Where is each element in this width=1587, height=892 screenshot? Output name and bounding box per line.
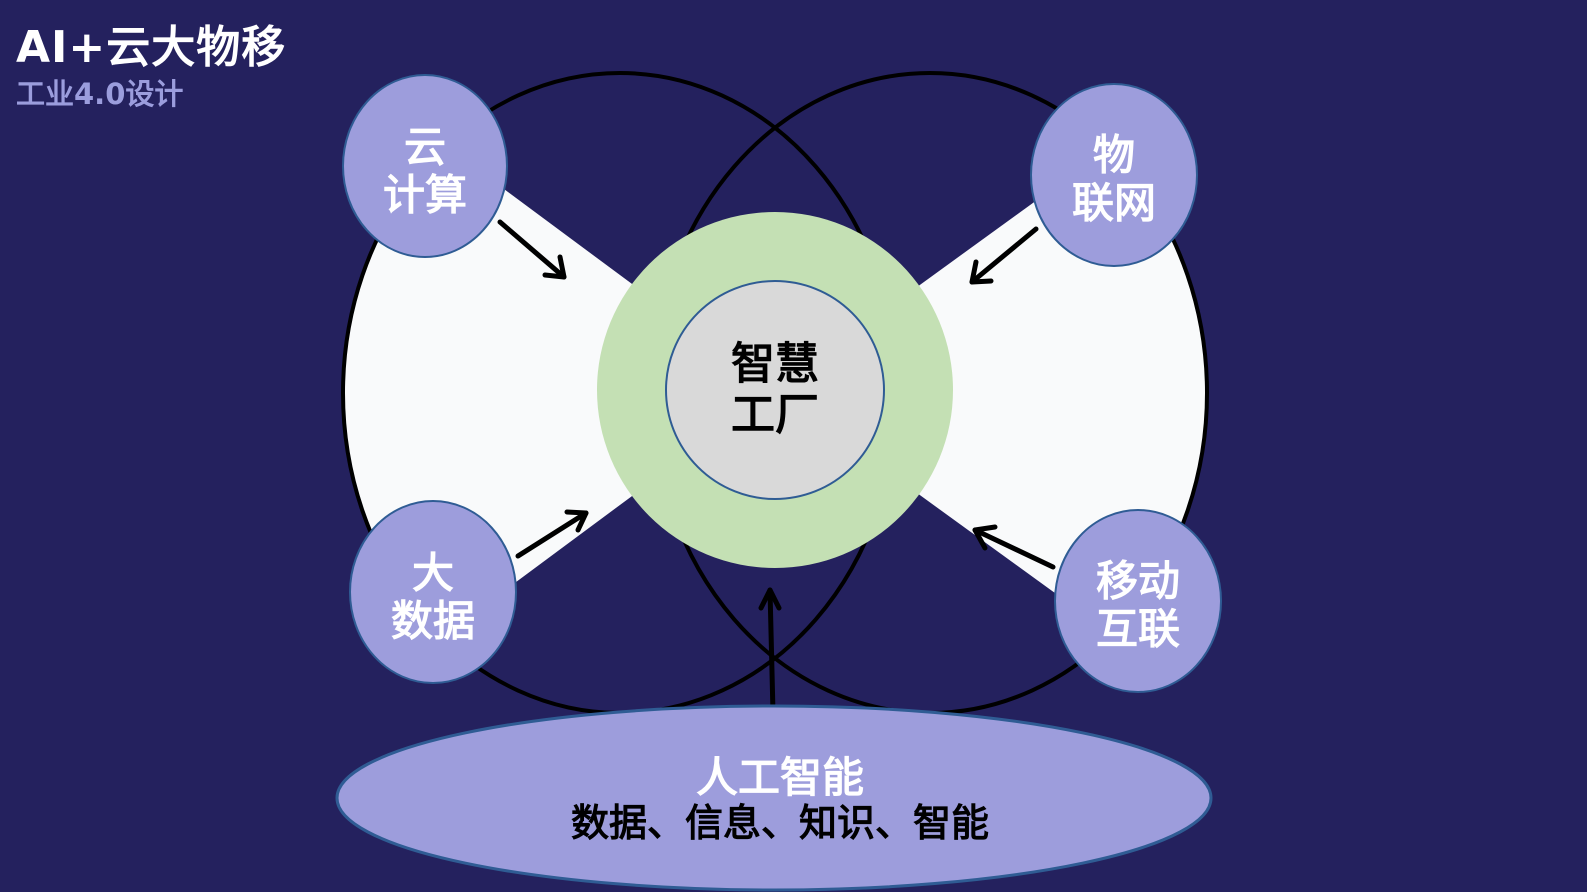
foundation-subtitle: 数据、信息、知识、智能 (570, 801, 990, 846)
node-bigdata-circle[interactable] (349, 500, 517, 684)
arrows (497, 219, 1056, 716)
page-subtitle: 工业4.0设计 (16, 77, 184, 111)
node-bigdata-label: 大 数据 (390, 548, 476, 646)
foundation-title: 人工智能 (695, 753, 865, 803)
center-label: 智慧 工厂 (731, 338, 819, 440)
arrow-mobile-to-center-icon (972, 524, 1056, 570)
node-iot-circle[interactable] (1030, 83, 1198, 267)
center-core (665, 280, 885, 500)
arrow-cloud-to-center-icon (497, 219, 567, 280)
node-cloud-label: 云 计算 (382, 122, 468, 220)
arrow-bigdata-to-center-icon (515, 509, 589, 559)
arrow-iot-to-center-icon (969, 226, 1039, 285)
page-title: AI+云大物移 (16, 22, 287, 73)
node-iot-label: 物 联网 (1071, 130, 1157, 228)
arrow-ai-to-center-icon (758, 587, 782, 716)
node-cloud-circle[interactable] (342, 74, 508, 258)
foundation-label: 人工智能 数据、信息、知识、智能 (570, 753, 990, 846)
node-mobile-label: 移动 互联 (1095, 556, 1181, 654)
foundation-ellipse[interactable] (335, 704, 1213, 892)
node-mobile-circle[interactable] (1054, 509, 1222, 693)
